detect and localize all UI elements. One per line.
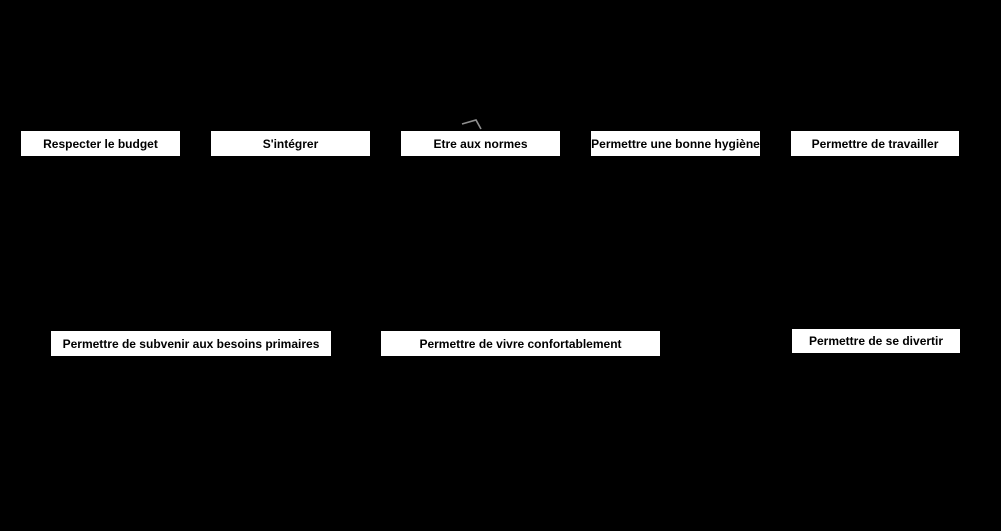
node-permettre-de-travailler[interactable]: Permettre de travailler	[791, 131, 959, 156]
node-permettre-de-vivre-confortablement[interactable]: Permettre de vivre confortablement	[381, 331, 660, 356]
edge-arrowhead-icon[interactable]	[460, 116, 484, 132]
node-etre-aux-normes[interactable]: Etre aux normes	[401, 131, 560, 156]
node-permettre-de-subvenir-aux-besoins-primaires[interactable]: Permettre de subvenir aux besoins primai…	[51, 331, 331, 356]
node-s-integrer[interactable]: S'intégrer	[211, 131, 370, 156]
node-respecter-le-budget[interactable]: Respecter le budget	[21, 131, 180, 156]
node-permettre-de-se-divertir[interactable]: Permettre de se divertir	[792, 329, 960, 353]
node-permettre-une-bonne-hygiene[interactable]: Permettre une bonne hygiène	[591, 131, 760, 156]
